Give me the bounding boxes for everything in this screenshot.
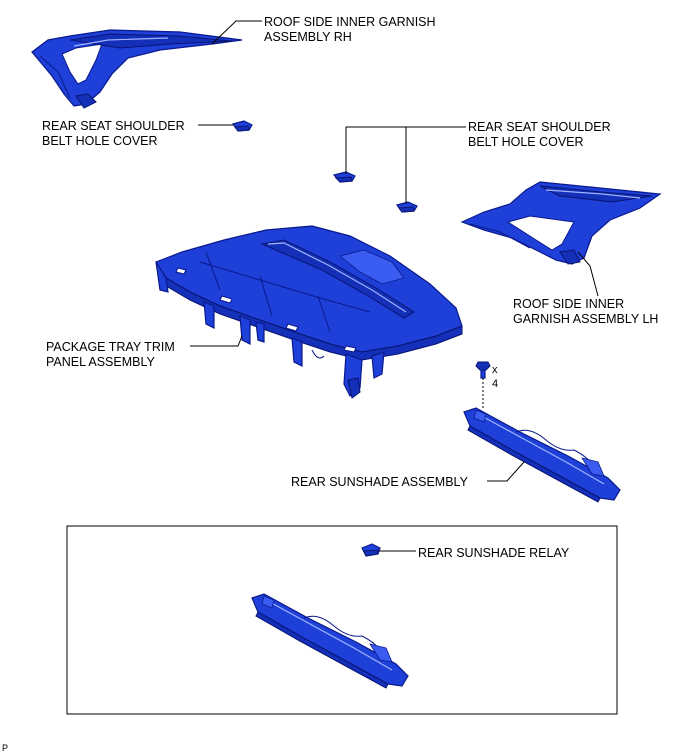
- screw-icon: [475, 361, 491, 410]
- cover-left-label-line1: REAR SEAT SHOULDER: [42, 119, 185, 133]
- figure-code: P: [2, 743, 8, 753]
- sunshade-icon: [463, 407, 621, 503]
- belt-hole-cover-left-icon: [232, 120, 253, 132]
- roof-rh-label-line1: ROOF SIDE INNER GARNISH: [264, 15, 436, 29]
- screw-count-n: 4: [492, 378, 498, 390]
- roof-rh-label-line2: ASSEMBLY RH: [264, 30, 352, 44]
- screw-count-x: x: [492, 364, 498, 376]
- sunshade-boxed-icon: [251, 593, 409, 689]
- tray-label-line2: PANEL ASSEMBLY: [46, 355, 156, 369]
- roof-side-garnish-rh-icon: [31, 29, 243, 109]
- sunshade-label: REAR SUNSHADE ASSEMBLY: [291, 475, 469, 489]
- tray-label-line1: PACKAGE TRAY TRIM: [46, 340, 175, 354]
- package-tray-icon: [155, 225, 463, 399]
- relay-label: REAR SUNSHADE RELAY: [418, 546, 570, 560]
- roof-side-garnish-lh-icon: [460, 181, 662, 265]
- cover-right-label-line1: REAR SEAT SHOULDER: [468, 120, 611, 134]
- belt-hole-cover-middle-2-icon: [396, 201, 418, 213]
- belt-hole-cover-middle-1-icon: [332, 171, 356, 183]
- relay-icon: [361, 543, 381, 557]
- roof-lh-label-line2: GARNISH ASSEMBLY LH: [513, 312, 658, 326]
- cover-right-label-line2: BELT HOLE COVER: [468, 135, 584, 149]
- roof-lh-label-line1: ROOF SIDE INNER: [513, 297, 624, 311]
- cover-left-label-line2: BELT HOLE COVER: [42, 134, 158, 148]
- variant-frame: [66, 525, 618, 715]
- leader-lines: [190, 20, 599, 552]
